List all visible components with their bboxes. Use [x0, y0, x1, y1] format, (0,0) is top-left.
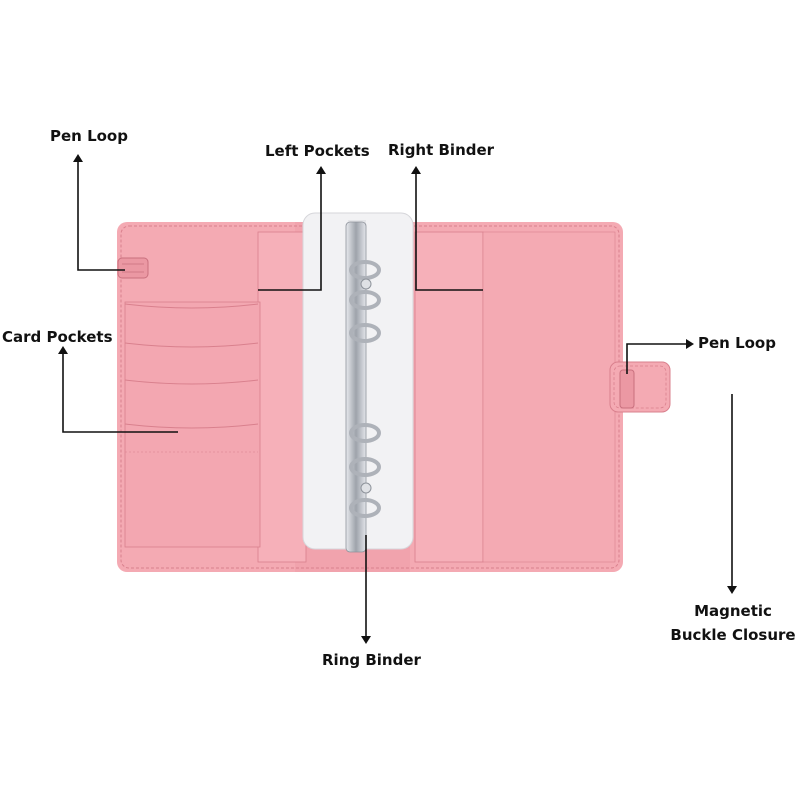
ring-5 — [349, 457, 381, 494]
label-magnetic-buckle-closure: Magnetic Buckle Closure — [668, 602, 798, 644]
ring-3 — [349, 323, 381, 343]
magnetic-buckle-strap — [609, 361, 671, 413]
left-pockets-panel — [257, 231, 307, 563]
label-card-pockets: Card Pockets — [2, 328, 113, 346]
label-right-binder: Right Binder — [388, 141, 495, 159]
label-magnetic-line2: Buckle Closure — [670, 626, 796, 644]
left-pen-loop — [117, 257, 149, 279]
label-pen-loop-right: Pen Loop — [698, 334, 776, 352]
ring-1 — [349, 260, 381, 290]
arrow-card-pockets — [58, 346, 178, 433]
arrow-pen-loop-right — [626, 339, 694, 374]
arrow-right-binder — [411, 166, 483, 291]
annotation-arrows — [58, 154, 737, 644]
label-left-pockets: Left Pockets — [265, 142, 370, 160]
label-pen-loop-left: Pen Loop — [50, 127, 128, 145]
arrow-left-pockets — [258, 166, 326, 291]
arrow-pen-loop-left — [73, 154, 125, 271]
ring-6 — [349, 498, 381, 518]
right-pen-loop — [619, 369, 635, 409]
label-ring-binder: Ring Binder — [322, 651, 421, 669]
ring-4 — [349, 423, 381, 443]
card-pockets — [124, 301, 261, 548]
ring-mechanism — [345, 221, 381, 553]
ring-2 — [349, 290, 381, 310]
right-binder-panel — [414, 231, 616, 563]
label-magnetic-line1: Magnetic — [694, 602, 772, 620]
